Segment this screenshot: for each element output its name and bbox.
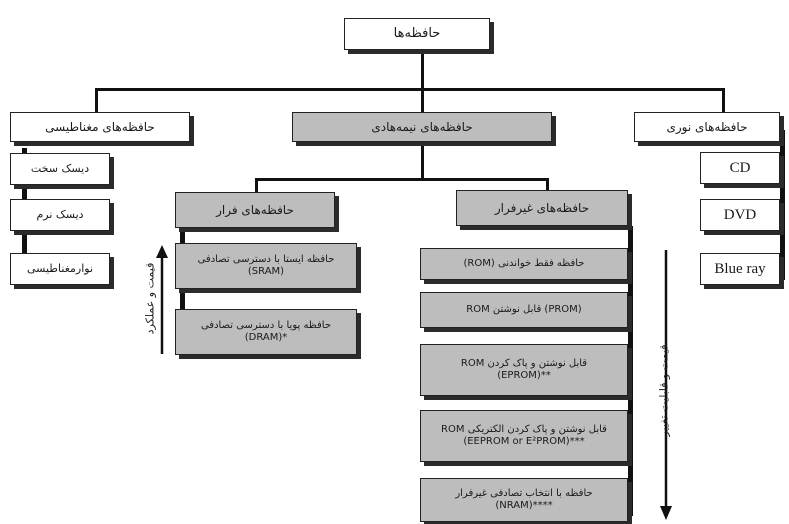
volatile-item-dram-line2: (DRAM)* — [244, 332, 288, 343]
nonvolatile-arrow-label: قیمت و قابلیت تغییر — [657, 344, 671, 437]
optical-item-cd: CD — [700, 152, 780, 184]
nonvolatile-item-eprom-line1: ROM قابل نوشتن و پاک کردن — [460, 357, 588, 369]
connector-volatile-up — [255, 178, 258, 192]
volatile-item-sram-line2: (SRAM) — [247, 266, 285, 277]
connector-semi-down — [421, 142, 424, 180]
nonvolatile-item-eprom-line2: (EPROM)** — [497, 370, 551, 381]
magnetic-item-floppy-disk: دیسک نرم — [10, 199, 110, 231]
nonvolatile-item-nram: حافظه با انتخاب تصادفی غیرفرار (NRAM)***… — [420, 478, 628, 522]
optical-item-blue-ray: Blue ray — [700, 253, 780, 285]
connector-nonvolatile-spine — [628, 226, 633, 516]
nonvolatile-item-eeprom: ROM قابل نوشتن و پاک کردن الکتریکی (EEPR… — [420, 410, 628, 462]
magnetic-item-tape: نوارمغناطیسی — [10, 253, 110, 285]
connector-root-down — [421, 50, 424, 90]
magnetic-memory-node: حافظه‌های مغناطیسی — [10, 112, 190, 142]
nonvolatile-item-rom-line1: (ROM) حافظه فقط خواندنی — [463, 257, 585, 269]
nonvolatile-item-nram-line2: (NRAM)**** — [495, 500, 553, 511]
nonvolatile-item-eeprom-line1: ROM قابل نوشتن و پاک کردن الکتریکی — [441, 423, 607, 435]
optical-memory-node: حافظه‌های نوری — [634, 112, 780, 142]
magnetic-item-hard-disk: دیسک سخت — [10, 153, 110, 185]
semiconductor-memory-node: حافظه‌های نیمه‌هادی — [292, 112, 552, 142]
nonvolatile-arrow-icon — [660, 250, 672, 520]
nonvolatile-item-rom: (ROM) حافظه فقط خواندنی — [420, 248, 628, 280]
volatile-item-sram: حافظه ایستا با دسترسی تصادفی (SRAM) — [175, 243, 357, 289]
nonvolatile-item-prom: ROM قابل نوشتن (PROM) — [420, 292, 628, 328]
connector-top-horizontal — [95, 88, 725, 91]
nonvolatile-memory-node: حافظه‌های غیرفرار — [456, 190, 628, 226]
volatile-item-dram: حافظه پویا با دسترسی تصادفی (DRAM)* — [175, 309, 357, 355]
volatile-item-sram-line1: حافظه ایستا با دسترسی تصادفی — [197, 253, 335, 265]
nonvolatile-item-eeprom-line2: (EEPROM or E²PROM)*** — [463, 436, 585, 447]
nonvolatile-item-nram-line1: حافظه با انتخاب تصادفی غیرفرار — [455, 487, 593, 499]
optical-item-dvd: DVD — [700, 199, 780, 231]
connector-optical-spine — [780, 130, 785, 280]
volatile-arrow-label: قیمت و عملکرد — [143, 262, 157, 335]
connector-optical-up — [722, 88, 725, 112]
connector-nonvolatile-up — [546, 178, 549, 192]
nonvolatile-item-prom-line1: ROM قابل نوشتن (PROM) — [466, 303, 582, 315]
volatile-item-dram-line1: حافظه پویا با دسترسی تصادفی — [200, 319, 332, 331]
connector-mid-horizontal — [255, 178, 549, 181]
connector-magnetic-up — [95, 88, 98, 112]
volatile-arrow-icon — [156, 245, 168, 354]
connector-semiconductor-up — [421, 88, 424, 112]
root-node: حافظه‌ها — [344, 18, 490, 50]
nonvolatile-item-eprom: ROM قابل نوشتن و پاک کردن (EPROM)** — [420, 344, 628, 396]
volatile-memory-node: حافظه‌های فرار — [175, 192, 335, 228]
